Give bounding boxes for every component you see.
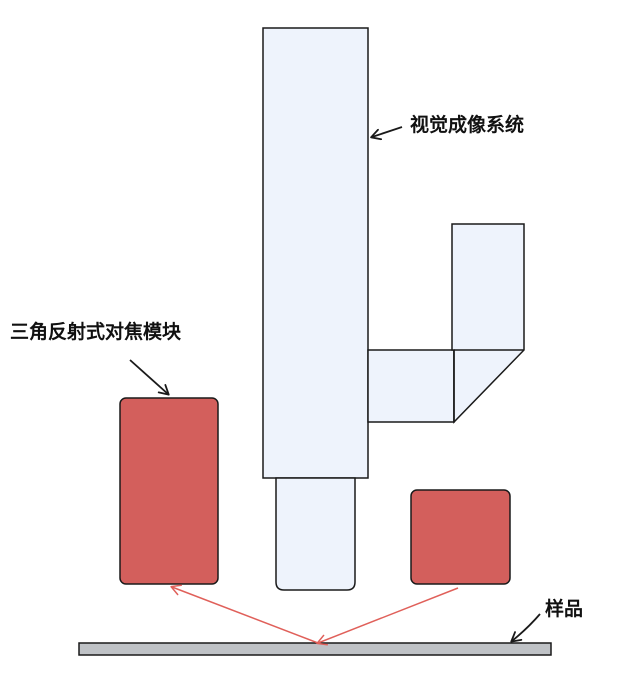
focus-module-right	[410, 489, 511, 585]
callout-arrow-vision	[370, 126, 403, 141]
beam-incident	[316, 587, 459, 646]
objective-lens	[275, 477, 356, 591]
sample-plate	[78, 642, 552, 656]
side-arm-horizontal	[367, 349, 455, 423]
focus-module-left	[119, 397, 219, 585]
side-arm-vertical	[451, 223, 525, 424]
label-vision-system: 视觉成像系统	[410, 114, 525, 136]
beam-reflected	[170, 584, 319, 644]
callout-arrow-module	[129, 359, 170, 396]
callout-arrow-sample	[510, 613, 541, 643]
label-triangulation-module: 三角反射式对焦模块	[10, 321, 182, 343]
label-sample: 样品	[545, 598, 584, 620]
vision-system-tube	[262, 27, 369, 479]
